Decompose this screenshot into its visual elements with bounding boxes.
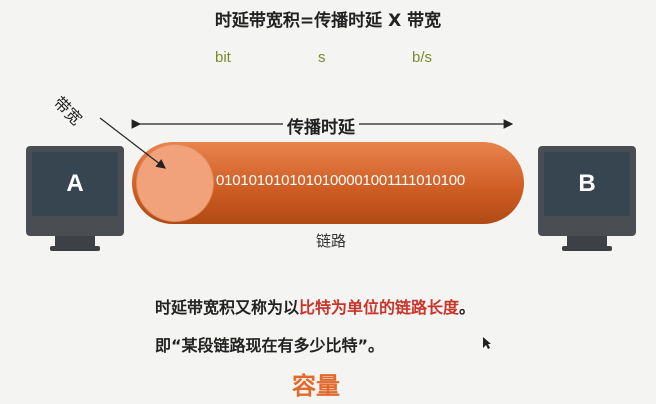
unit-delay: s bbox=[318, 49, 326, 66]
host-a-computer: A bbox=[26, 146, 124, 251]
capacity-label: 容量 bbox=[292, 372, 340, 400]
monitor-icon: B bbox=[538, 146, 636, 236]
formula-title: 时延带宽积=传播时延 X 带宽 bbox=[214, 11, 442, 31]
bandwidth-circle bbox=[136, 144, 214, 222]
monitor-icon: A bbox=[26, 146, 124, 236]
note-line-1: 时延带宽积又称为以比特为单位的链路长度。 bbox=[155, 294, 475, 318]
host-b-computer: B bbox=[538, 146, 636, 251]
unit-product: bit bbox=[215, 49, 231, 66]
note1-highlight: 比特为单位的链路长度 bbox=[299, 298, 460, 317]
bit-stream: 0101010101010100001001111010100 bbox=[216, 172, 466, 189]
note1-prefix: 时延带宽积又称为以 bbox=[155, 298, 300, 317]
link-label: 链路 bbox=[316, 232, 347, 250]
propagation-label: 传播时延 bbox=[283, 113, 359, 138]
note1-suffix: 。 bbox=[459, 298, 476, 317]
unit-bandwidth: b/s bbox=[412, 49, 433, 66]
host-b-label: B bbox=[544, 152, 630, 216]
bandwidth-pointer-arrow bbox=[99, 117, 166, 169]
note-line-2: 即“某段链路现在有多少比特”。 bbox=[155, 336, 385, 355]
mouse-cursor-icon bbox=[483, 337, 491, 349]
host-a-label: A bbox=[32, 152, 118, 216]
